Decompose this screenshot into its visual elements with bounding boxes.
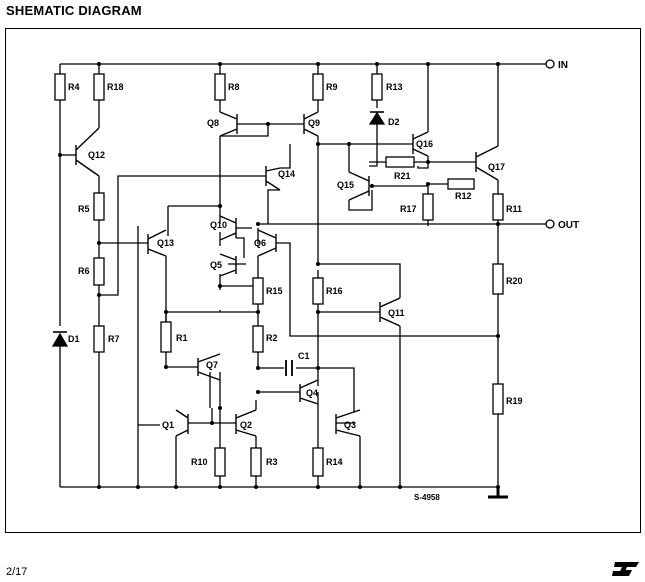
wires — [59, 63, 546, 488]
junction-dots — [58, 62, 500, 489]
transistor-Q9 — [303, 111, 319, 137]
diagram-frame — [5, 28, 641, 533]
resistor-R16 — [312, 277, 324, 305]
resistor-R19 — [492, 383, 504, 415]
label-out: OUT — [558, 220, 579, 231]
label-Q13: Q13 — [157, 238, 174, 248]
transistor-Q16 — [412, 131, 429, 157]
transistor-Q15 — [348, 171, 370, 201]
label-R8: R8 — [228, 82, 240, 92]
label-Q4: Q4 — [306, 388, 318, 398]
label-R7: R7 — [108, 334, 120, 344]
resistor-R8 — [214, 73, 226, 101]
resistors — [54, 73, 504, 477]
resistor-R14 — [312, 447, 324, 477]
label-R10: R10 — [191, 457, 208, 467]
label-D2: D2 — [388, 117, 400, 127]
resistor-R10 — [214, 447, 226, 477]
component-labels: R4 R18 R8 R9 R13 D2 Q8 Q9 Q12 Q16 Q17 Q1… — [68, 60, 579, 502]
label-R18: R18 — [107, 82, 124, 92]
label-R6: R6 — [78, 266, 90, 276]
resistor-R9 — [312, 73, 324, 101]
label-Q6: Q6 — [254, 238, 266, 248]
transistor-Q8 — [219, 111, 238, 137]
resistor-R3 — [250, 447, 262, 477]
transistors — [75, 111, 499, 437]
resistor-R13 — [371, 73, 383, 101]
label-R9: R9 — [326, 82, 338, 92]
resistor-R15 — [252, 277, 264, 305]
label-in: IN — [558, 60, 568, 71]
label-R15: R15 — [266, 286, 283, 296]
resistor-R20 — [492, 263, 504, 295]
label-R11: R11 — [506, 204, 522, 214]
capacitor-C1 — [285, 360, 293, 376]
label-Q7: Q7 — [206, 360, 218, 370]
label-Q2: Q2 — [240, 420, 252, 430]
resistor-R17 — [422, 193, 434, 221]
label-Q9: Q9 — [308, 118, 320, 128]
resistor-R2 — [252, 325, 264, 353]
page-number: 2/17 — [6, 566, 28, 578]
label-R3: R3 — [266, 457, 278, 467]
transistor-Q2 — [235, 409, 257, 437]
label-R2: R2 — [266, 333, 278, 343]
label-C1: C1 — [298, 351, 310, 361]
label-R14: R14 — [326, 457, 343, 467]
transistor-Q11 — [379, 297, 401, 327]
transistor-Q14 — [265, 166, 281, 191]
label-R12: R12 — [455, 191, 472, 201]
transistor-Q1 — [175, 409, 189, 437]
transistor-Q7 — [197, 353, 221, 381]
label-R20: R20 — [506, 276, 523, 286]
label-R19: R19 — [506, 396, 523, 406]
drawing-code: S-4958 — [414, 493, 440, 502]
label-R4: R4 — [68, 82, 80, 92]
label-Q14: Q14 — [278, 169, 295, 179]
label-R17: R17 — [400, 204, 417, 214]
st-logo-icon — [612, 561, 640, 582]
label-Q17: Q17 — [488, 162, 505, 172]
transistor-Q5 — [219, 253, 237, 277]
label-Q15: Q15 — [337, 180, 354, 190]
resistor-R4 — [54, 73, 66, 101]
transistor-Q17 — [475, 145, 499, 181]
label-R5: R5 — [78, 204, 90, 214]
diode-D1 — [51, 331, 69, 347]
transistor-Q13 — [147, 229, 167, 257]
label-Q11: Q11 — [388, 308, 405, 318]
transistor-Q6 — [257, 229, 277, 257]
resistor-R18 — [93, 73, 105, 101]
label-R13: R13 — [386, 82, 403, 92]
label-R16: R16 — [326, 286, 343, 296]
label-Q5: Q5 — [210, 260, 222, 270]
transistor-Q4 — [299, 379, 319, 405]
label-Q1: Q1 — [162, 420, 174, 430]
label-Q16: Q16 — [416, 139, 433, 149]
output-terminal — [545, 219, 555, 229]
resistor-R7 — [93, 325, 105, 353]
diode-D2 — [368, 111, 386, 125]
input-terminal — [545, 59, 555, 69]
label-R1: R1 — [176, 333, 188, 343]
resistor-R1 — [160, 321, 172, 353]
label-D1: D1 — [68, 334, 80, 344]
diagram-title: SHEMATIC DIAGRAM — [6, 3, 142, 18]
label-Q8: Q8 — [207, 118, 219, 128]
label-Q12: Q12 — [88, 150, 105, 160]
resistor-R12 — [447, 178, 475, 190]
label-Q10: Q10 — [210, 220, 227, 230]
transistor-Q3 — [335, 409, 361, 437]
resistor-R6 — [93, 257, 105, 286]
transistor-Q12 — [75, 127, 100, 177]
label-R21: R21 — [394, 171, 411, 181]
resistor-R11 — [492, 193, 504, 221]
resistor-R5 — [93, 192, 105, 221]
transistor-Q10 — [219, 215, 237, 241]
label-Q3: Q3 — [344, 420, 356, 430]
resistor-R21 — [385, 156, 415, 168]
